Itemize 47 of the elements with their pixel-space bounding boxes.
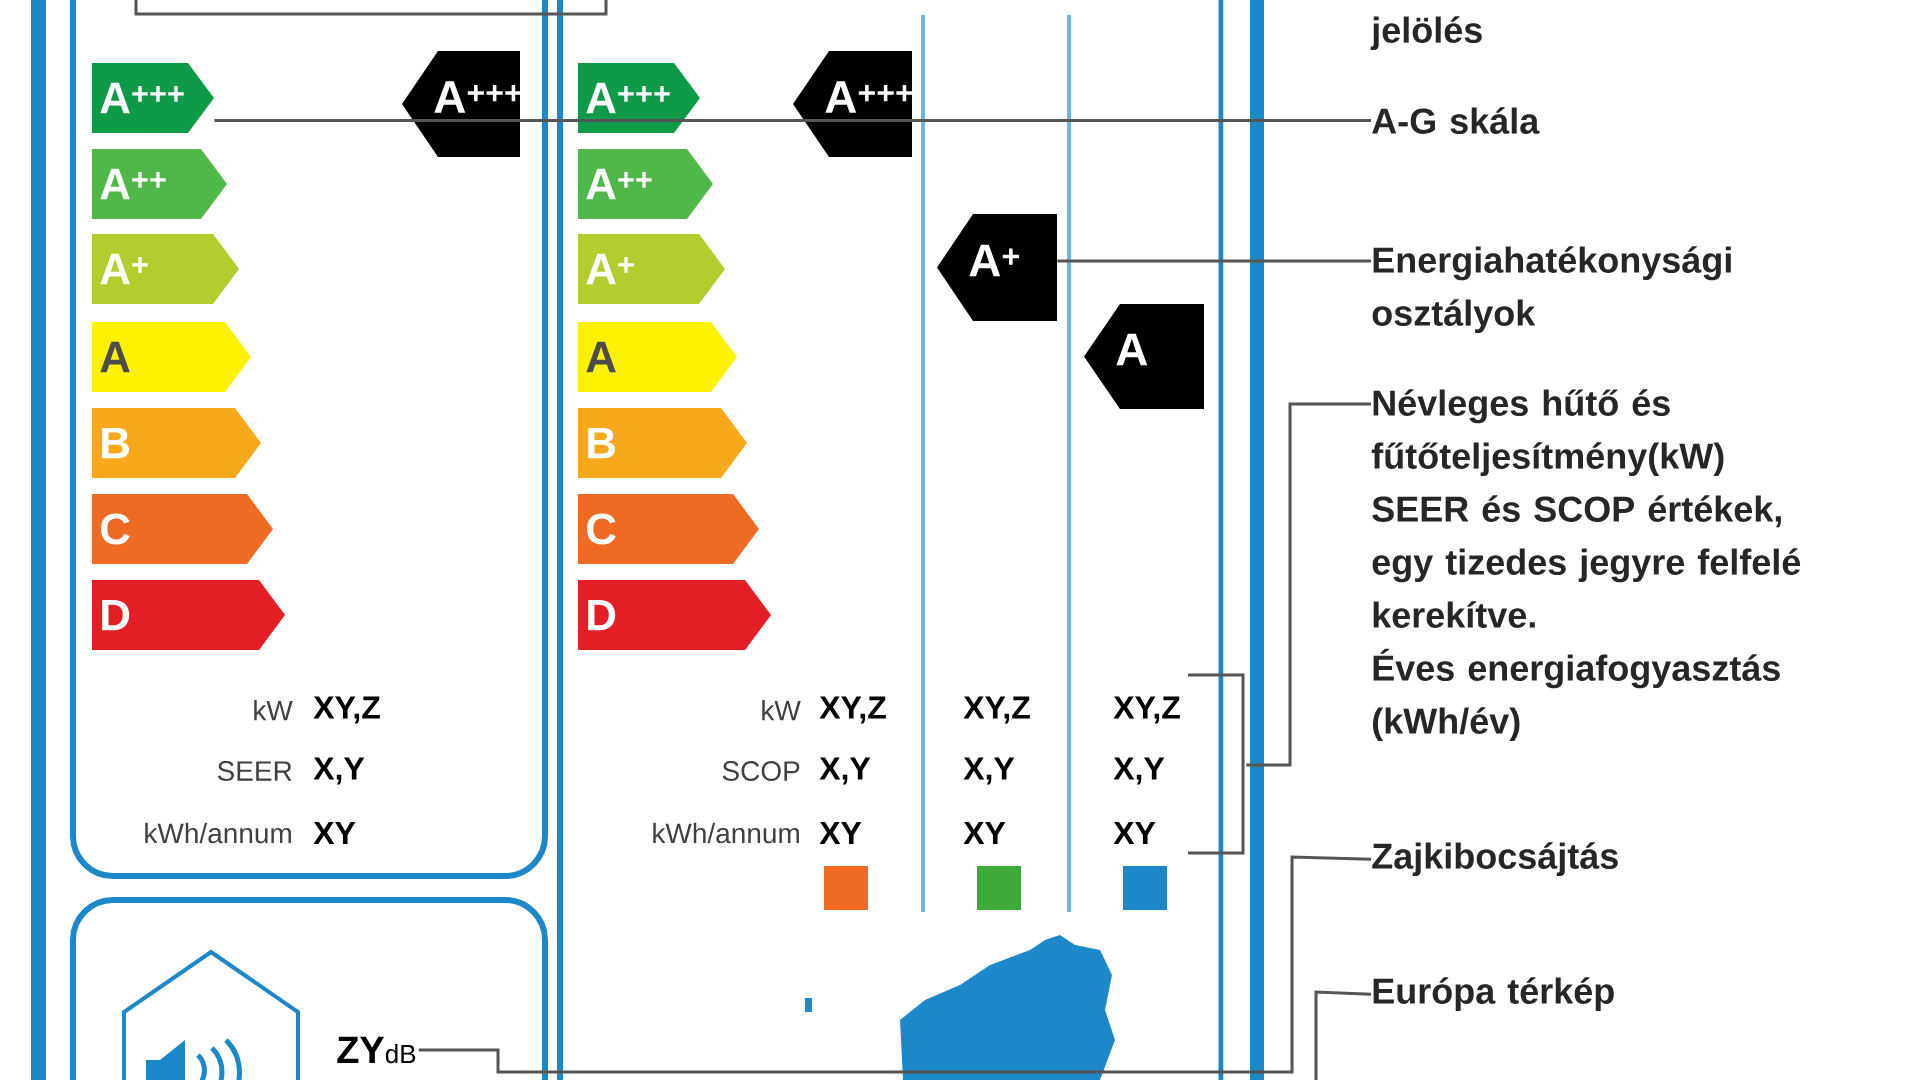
scale-bar: A$^{+}$ (578, 234, 725, 304)
leader-line (1246, 402, 1371, 767)
noise-value: ZYdB (337, 1036, 416, 1064)
value-text: X,Y (963, 757, 1015, 785)
value-text: XY,Z (963, 696, 1030, 724)
bracket (1188, 673, 1245, 855)
row-label: kWh/annum (145, 822, 291, 844)
value-text: XY (819, 822, 862, 844)
rating-tag: A$^{+++}$ (793, 51, 913, 157)
annotation-text: jelölés (1370, 16, 1482, 51)
value-text: XY (313, 822, 356, 844)
value-text: X,Y (313, 757, 365, 785)
annotation-text: A-G skála (1372, 107, 1540, 134)
value-text: XY,Z (819, 696, 886, 724)
leader-line (214, 119, 1371, 123)
scale-bar: A (578, 322, 737, 392)
annotation-text: Energiahatékonysági osztályok (1372, 246, 1731, 334)
scale-bar: D (92, 580, 285, 650)
scale-bar: A$^{++}$ (92, 149, 227, 219)
row-label: kWh/annum (653, 822, 799, 844)
leader-line (1314, 990, 1372, 1080)
annotation-text: Zajkibocsájtás (1372, 842, 1618, 877)
value-text: XY (1113, 822, 1156, 844)
scale-bar: D (578, 580, 771, 650)
rating-tag: A (1084, 304, 1204, 409)
row-label: kW (254, 699, 293, 721)
scale-bar: C (92, 494, 273, 564)
annotation-text: Európa térkép (1373, 977, 1614, 1012)
scale-bar: A$^{++}$ (578, 149, 713, 219)
rating-tag: A$^{+}$ (937, 214, 1057, 321)
scale-bar: B (92, 408, 261, 478)
scale-bar: A$^{+++}$ (92, 63, 214, 133)
scale-bar: A (92, 322, 251, 392)
value-text: X,Y (819, 757, 871, 785)
leader-line (1057, 259, 1371, 263)
rating-tag: A$^{+++}$ (402, 51, 522, 157)
value-text: XY,Z (313, 696, 380, 724)
scale-bar: A$^{+}$ (92, 234, 239, 304)
value-text: XY (963, 822, 1006, 844)
row-label: SEER (217, 761, 292, 781)
scale-bar: A$^{+++}$ (578, 63, 700, 133)
scale-bar: B (578, 408, 747, 478)
row-label: SCOP (722, 761, 800, 781)
row-label: kW (762, 699, 801, 721)
annotation-text: Névleges hűtő és fűtőteljesítmény(kW) SEER és SCOP értékek, egy tizedes jegyre felfelé kerekítve. Éves energiafogyasztás (kWh/év) (1371, 389, 1801, 742)
scale-bar: C (578, 494, 759, 564)
leader-line (418, 855, 1372, 1074)
